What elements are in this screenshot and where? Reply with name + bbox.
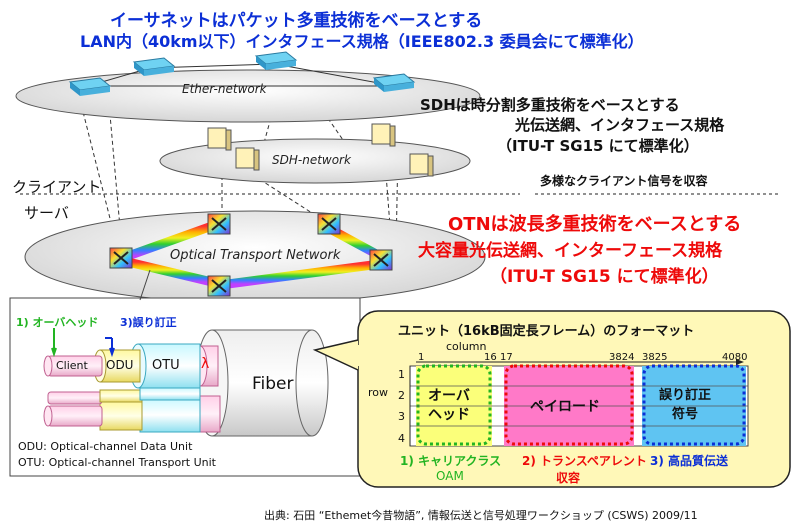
col-16: 16 (484, 352, 497, 363)
fiber-detail-pointer (139, 269, 151, 301)
caption2-line2: 収容 (556, 471, 581, 485)
fiber-label: Fiber (252, 374, 294, 394)
col-1: 1 (418, 352, 425, 363)
sdh-node-icon (371, 123, 396, 147)
sdh-node-icon (409, 153, 434, 177)
caption1-line2: OAM (436, 469, 464, 483)
ethernet-switch-icon (254, 51, 298, 70)
row-2: 2 (398, 389, 405, 402)
sdh-text-line2: 光伝送網、インタフェース規格 (515, 116, 725, 134)
ether-network-ellipse (15, 69, 481, 123)
otn-node-icon (207, 213, 231, 235)
sdh-node-icon (207, 127, 232, 151)
ethernet-switch-icon (372, 73, 416, 92)
col-4080: 4080 (722, 352, 748, 363)
source-citation: 出典: 石田 “Ethemet今昔物語”, 情報伝送と信号処理ワークショップ (… (264, 509, 698, 522)
otn-wdm-links (123, 221, 385, 289)
overhead-line1: オーバ (428, 388, 470, 404)
frame-row-lines (410, 385, 748, 427)
layer-server-label: サーバ (24, 204, 69, 222)
col-17: 17 (500, 352, 513, 363)
sdh-text-line3: （ITU-T SG15 にて標準化） (497, 137, 699, 155)
fiber-core-bottom (43, 387, 221, 433)
row-label: row (368, 386, 389, 399)
row-4: 4 (398, 432, 405, 445)
fiber-otu-label: OTU (152, 358, 180, 373)
caption1-line1: 1) キャリアクラス (400, 454, 502, 468)
fiber-overhead-label: 1) オーバヘッド (16, 316, 99, 329)
caption3: 3) 高品質伝送 (650, 454, 729, 468)
otn-node-icon (369, 249, 393, 271)
fec-line1: 誤り訂正 (659, 388, 712, 403)
sdh-network-label: SDH-network (272, 153, 351, 167)
otn-network-label: Optical Transport Network (170, 248, 341, 263)
overhead-line2: ヘッド (428, 407, 470, 423)
col-3825: 3825 (642, 352, 668, 363)
legend-odu: ODU: Optical-channel Data Unit (18, 440, 193, 453)
legend-otu: OTU: Optical-channel Transport Unit (18, 456, 216, 469)
otn-text-line1: OTNは波長多重技術をベースとする (448, 214, 742, 235)
otn-node-icon (109, 247, 133, 269)
fiber-odu-label: ODU (106, 358, 134, 372)
frame-panel-pointer (312, 339, 359, 371)
fiber-client-label: Client (56, 359, 88, 372)
caption2-line1: 2) トランスペアレント (522, 454, 647, 468)
ethernet-switch-icon (68, 77, 112, 96)
row-3: 3 (398, 410, 405, 423)
lambda-label: λ (201, 356, 210, 372)
fec-arrow (105, 337, 113, 352)
fiber-core-top (43, 343, 219, 389)
payload-label: ペイロード (530, 399, 600, 415)
otn-text-line2: 大容量光伝送網、インターフェース規格 (418, 241, 723, 261)
frame-panel-title: ユニット（16kB固定長フレーム）のフォーマット (398, 324, 695, 339)
row-1: 1 (398, 368, 405, 381)
layer-client-label: クライアント (12, 178, 102, 196)
sdh-text-line1: SDHは時分割多重技術をベースとする (420, 96, 680, 114)
fiber-fec-label: 3)誤り訂正 (120, 316, 177, 329)
client-note: 多様なクライアント信号を収容 (540, 174, 708, 188)
column-label: column (446, 340, 487, 353)
headline-line2: LAN内（40km以下）インタフェース規格（IEEE802.3 委員会にて標準化… (80, 32, 644, 51)
otn-node-icon (207, 275, 231, 297)
otn-text-line3: （ITU-T SG15 にて標準化） (490, 267, 719, 287)
headline-line1: イーサネットはパケット多重技術をベースとする (110, 11, 483, 31)
ether-network-label: Ether-network (182, 82, 267, 96)
col-3824: 3824 (609, 352, 635, 363)
sdh-node-icon (235, 147, 260, 171)
otn-node-icon (317, 213, 341, 235)
fec-line2: 符号 (672, 407, 699, 422)
ethernet-switch-icon (132, 57, 176, 76)
